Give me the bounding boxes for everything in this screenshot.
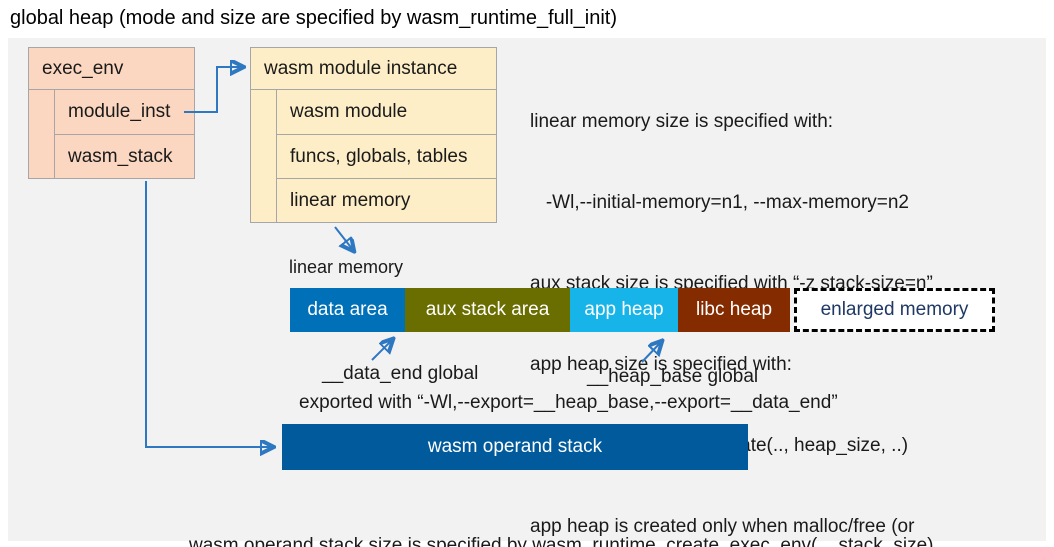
segment-enlarged-memory: enlarged memory xyxy=(794,288,995,332)
wasm-module-instance-box: wasm module instance wasm module funcs, … xyxy=(250,47,497,223)
wasm-operand-stack-bar: wasm operand stack xyxy=(282,424,748,470)
wasm-operand-stack-label: wasm operand stack xyxy=(427,436,603,457)
exec-env-row-module-inst: module_inst xyxy=(68,101,171,122)
heap-base-global-label: __heap_base global xyxy=(587,366,759,387)
exec-env-header: exec_env xyxy=(29,48,194,90)
exec-env-row-wasm-stack: wasm_stack xyxy=(55,134,194,178)
note-line: -Wl,--initial-memory=n1, --max-memory=n2 xyxy=(530,192,909,213)
wasm-module-instance-rows: wasm module funcs, globals, tables linea… xyxy=(276,90,496,222)
operand-stack-notes: wasm operand stack size is specified by … xyxy=(189,478,934,547)
note-line: linear memory size is specified with: xyxy=(530,111,834,132)
segment-aux-stack-area: aux stack area xyxy=(405,288,570,332)
row-funcs-globals-tables: funcs, globals, tables xyxy=(277,134,496,178)
row-linear-memory: linear memory xyxy=(277,178,496,222)
wasm-module-instance-header: wasm module instance xyxy=(251,48,496,90)
exec-env-box: exec_env module_inst wasm_stack xyxy=(28,47,195,179)
segment-app-heap: app heap xyxy=(570,288,678,332)
note-line: app heap is created only when malloc/fre… xyxy=(530,516,915,537)
diagram-title: global heap (mode and size are specified… xyxy=(10,7,617,29)
segment-libc-heap: libc heap xyxy=(678,288,790,332)
segment-data-area: data area xyxy=(290,288,405,332)
data-end-global-label: __data_end global xyxy=(322,363,479,384)
row-wasm-module: wasm module xyxy=(290,101,408,122)
exec-env-rows: module_inst wasm_stack xyxy=(54,90,194,178)
note-line: wasm operand stack size is specified by … xyxy=(189,535,934,547)
export-note: exported with “-Wl,--export=__heap_base,… xyxy=(299,392,838,413)
note-line: app heap size is specified with: xyxy=(530,354,792,375)
linear-memory-label: linear memory xyxy=(289,257,404,277)
